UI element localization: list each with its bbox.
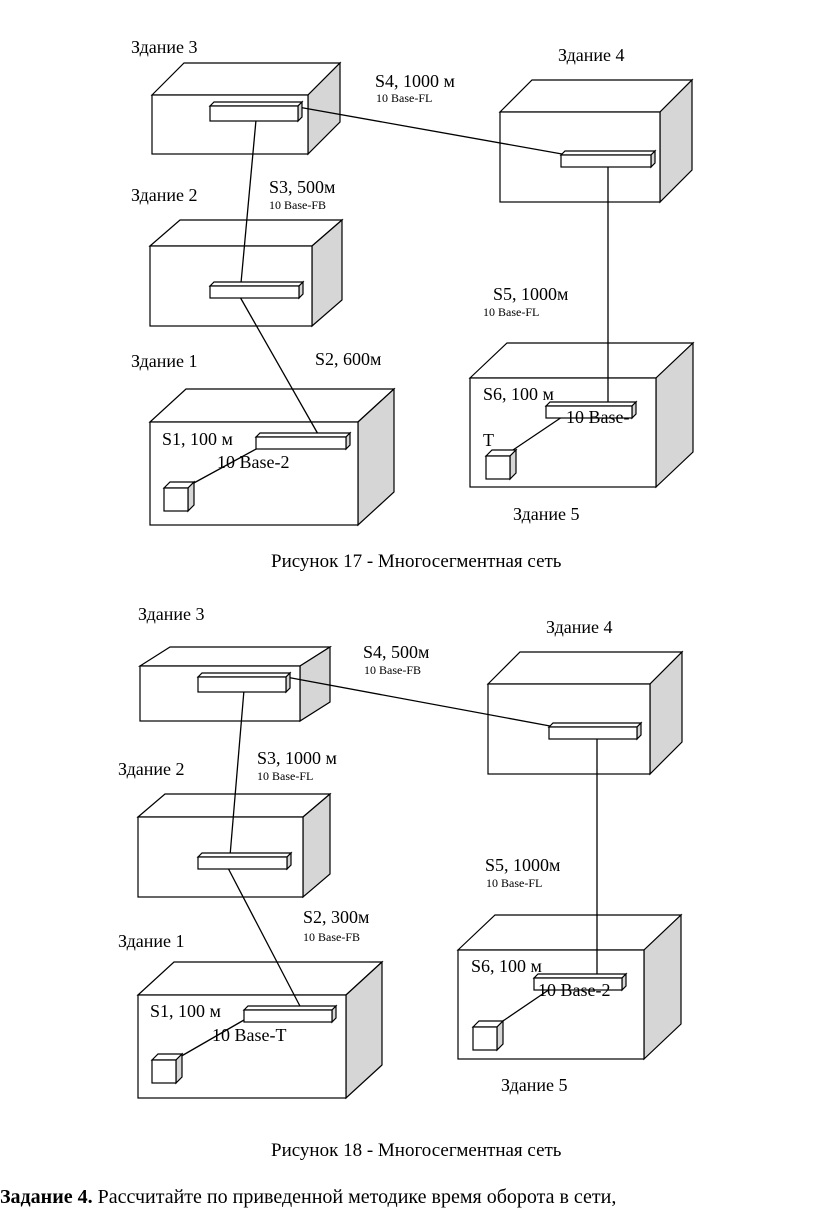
label-s6: S6, 100 м <box>471 956 542 976</box>
figure-18: Здание 3 Здание 4 Здание 2 Здание 1 Здан… <box>118 604 684 1161</box>
label-s5-type: 10 Base-FL <box>486 876 542 890</box>
link-s2 <box>239 296 319 435</box>
label-s4-type: 10 Base-FB <box>364 663 421 677</box>
building-5 <box>468 341 695 489</box>
label-s6: S6, 100 м <box>483 384 554 404</box>
label-building-4: Здание 4 <box>546 617 612 637</box>
building-2 <box>148 218 344 328</box>
label-s3-type: 10 Base-FL <box>257 769 313 783</box>
label-s3: S3, 500м <box>269 177 335 197</box>
label-building-3: Здание 3 <box>138 604 204 624</box>
building-4 <box>498 78 694 204</box>
task-paragraph: Задание 4. Рассчитайте по приведенной ме… <box>0 1186 616 1209</box>
hub-b5 <box>532 972 628 992</box>
label-s6-type-b: T <box>483 430 494 450</box>
label-s2: S2, 300м <box>303 907 369 927</box>
label-building-5: Здание 5 <box>513 504 579 524</box>
link-s6 <box>509 416 563 453</box>
hub-b3 <box>196 671 292 694</box>
label-s1-type: 10 Base-T <box>212 1025 286 1045</box>
hub-b1 <box>254 431 352 451</box>
link-s1 <box>191 447 259 485</box>
label-s3: S3, 1000 м <box>257 748 337 768</box>
label-s3-type: 10 Base-FB <box>269 198 326 212</box>
link-s4 <box>285 676 551 727</box>
hub-b1 <box>242 1004 338 1024</box>
label-s1: S1, 100 м <box>150 1001 221 1021</box>
hub-b4 <box>559 149 657 169</box>
hub-b2 <box>208 280 305 300</box>
label-building-2: Здание 2 <box>118 759 184 779</box>
label-s4: S4, 1000 м <box>375 71 455 91</box>
hub-b3 <box>208 100 304 123</box>
link-s6 <box>496 988 551 1026</box>
label-s6-type-a: 10 Base- <box>566 407 629 427</box>
label-building-1: Здание 1 <box>118 931 184 951</box>
label-s5: S5, 1000м <box>485 855 560 875</box>
label-building-2: Здание 2 <box>131 185 197 205</box>
workstation-b5 <box>471 1019 505 1052</box>
link-s2 <box>227 867 303 1011</box>
caption-figure-17: Рисунок 17 - Многосегментная сеть <box>271 551 562 572</box>
hub-b5 <box>544 400 638 420</box>
label-building-4: Здание 4 <box>558 45 624 65</box>
label-building-1: Здание 1 <box>131 351 197 371</box>
task-label: Задание 4. <box>0 1186 93 1208</box>
task-text: Рассчитайте по приведенной методике врем… <box>92 1186 617 1208</box>
label-s5: S5, 1000м <box>493 284 568 304</box>
figure-17: Здание 3 Здание 4 Здание 2 Здание 1 Здан… <box>131 37 695 572</box>
label-building-5: Здание 5 <box>501 1075 567 1095</box>
label-s5-type: 10 Base-FL <box>483 305 539 319</box>
caption-figure-18: Рисунок 18 - Многосегментная сеть <box>271 1140 562 1161</box>
label-building-3: Здание 3 <box>131 37 197 57</box>
link-s3 <box>229 689 245 857</box>
hub-b2 <box>196 851 293 871</box>
link-s3 <box>240 119 257 284</box>
building-1 <box>136 960 384 1100</box>
label-s1: S1, 100 м <box>162 429 233 449</box>
building-4 <box>486 650 684 776</box>
workstation-b1 <box>162 480 196 513</box>
link-s1 <box>177 1019 245 1059</box>
building-5 <box>456 913 683 1061</box>
label-s1-type: 10 Base-2 <box>217 452 289 472</box>
label-s6-type: 10 Base-2 <box>538 980 610 1000</box>
label-s2-type: 10 Base-FB <box>303 930 360 944</box>
workstation-b1 <box>150 1052 184 1085</box>
label-s4: S4, 500м <box>363 642 429 662</box>
hub-b4 <box>547 721 643 741</box>
link-s4 <box>297 106 563 155</box>
label-s4-type: 10 Base-FL <box>376 91 432 105</box>
workstation-b5 <box>484 448 518 481</box>
label-s2: S2, 600м <box>315 349 381 369</box>
